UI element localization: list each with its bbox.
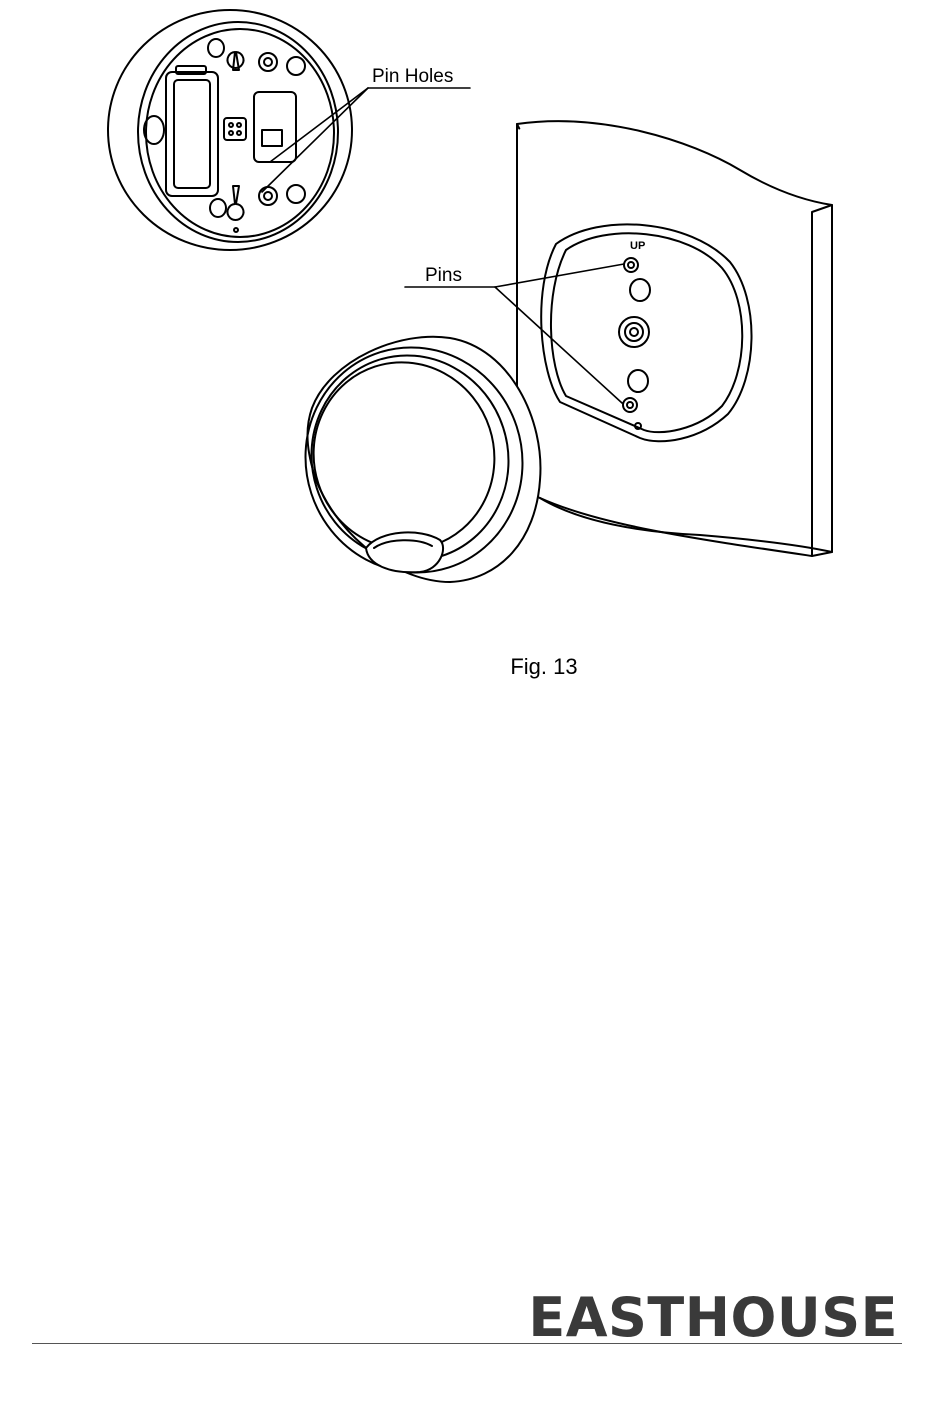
cover-ring xyxy=(276,319,551,601)
brand-logo: EASTHOUSE xyxy=(528,1286,898,1349)
mounted-base xyxy=(541,224,751,441)
pins-label: Pins xyxy=(425,265,462,286)
figure-caption: Fig. 13 xyxy=(0,654,950,680)
pin-holes-label: Pin Holes xyxy=(372,66,453,87)
fig-13-illustration: Pin Holes Pins UP xyxy=(0,0,950,640)
up-marking: UP xyxy=(630,240,645,252)
footer-divider xyxy=(32,1343,902,1344)
device-back-detail xyxy=(108,10,352,250)
